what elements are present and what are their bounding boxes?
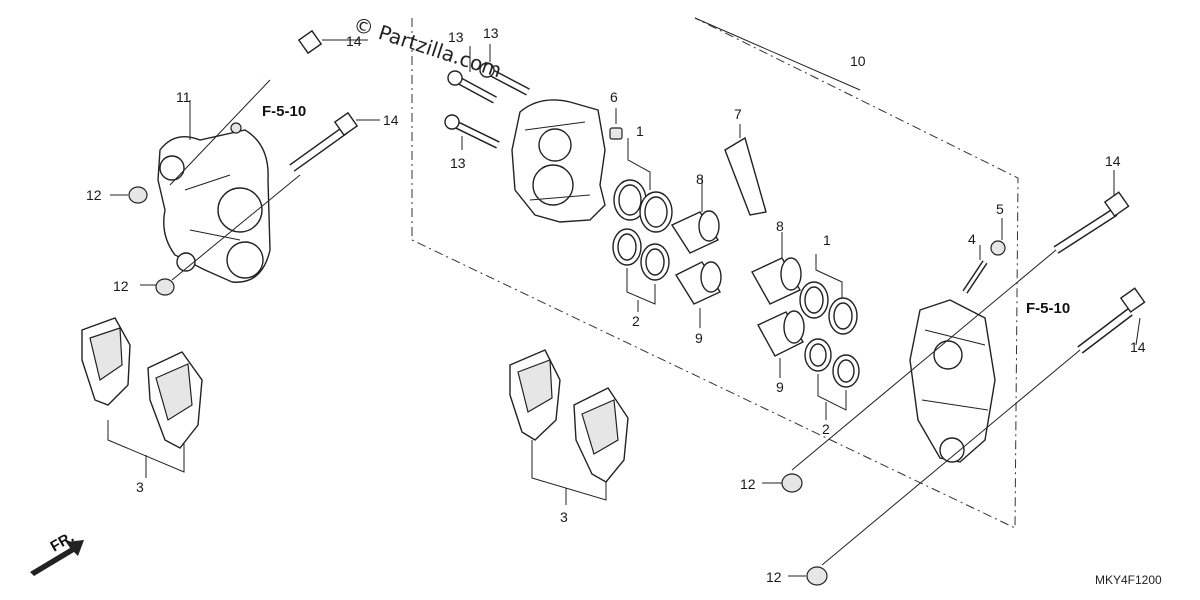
callout-14: 14 xyxy=(1105,153,1121,169)
ref-f-5-10-left: F-5-10 xyxy=(262,103,306,120)
watermark: © Partzilla.com xyxy=(350,12,504,83)
callout-4: 4 xyxy=(968,231,976,247)
piston-8-right[interactable] xyxy=(751,257,802,305)
seal-12-right-lower[interactable] xyxy=(806,566,828,586)
callout-11: 11 xyxy=(176,89,191,105)
piston-9-right[interactable] xyxy=(757,310,805,357)
center-caliper-half[interactable] xyxy=(511,99,606,223)
callout-13: 13 xyxy=(450,155,466,171)
callout-6: 6 xyxy=(610,89,618,105)
bolt-14-left-upper[interactable] xyxy=(260,29,323,83)
leader-lines xyxy=(107,39,1141,577)
callout-5: 5 xyxy=(996,201,1004,217)
piston-9-left[interactable] xyxy=(675,261,722,305)
callout-14: 14 xyxy=(383,112,399,128)
seal-12-right-upper[interactable] xyxy=(781,473,803,493)
ref-f-5-10-right: F-5-10 xyxy=(1026,300,1070,317)
callout-8: 8 xyxy=(776,218,784,234)
callout-3: 3 xyxy=(560,509,568,525)
callout-12: 12 xyxy=(766,569,782,585)
bolt-14-left-lower[interactable] xyxy=(289,111,359,172)
callout-13: 13 xyxy=(448,29,464,45)
callout-14: 14 xyxy=(346,33,362,49)
brake-pads-center[interactable] xyxy=(509,349,629,483)
diagram-code: MKY4F1200 xyxy=(1095,573,1162,587)
right-caliper-body[interactable] xyxy=(909,299,996,463)
callout-12: 12 xyxy=(86,187,102,203)
callout-1: 1 xyxy=(823,232,831,248)
bleeder-cap-5[interactable] xyxy=(990,240,1006,256)
callout-10: 10 xyxy=(850,53,866,69)
bolt-14-right-upper[interactable] xyxy=(1053,191,1130,254)
brake-pads-left[interactable] xyxy=(81,317,203,449)
callout-3: 3 xyxy=(136,479,144,495)
front-direction-arrow: FR. xyxy=(30,529,84,576)
callout-12: 12 xyxy=(740,476,756,492)
callout-7: 7 xyxy=(734,106,742,122)
seal-12-left-lower[interactable] xyxy=(155,278,175,296)
piston-seals-left-group[interactable] xyxy=(612,179,673,281)
assembly-boundary xyxy=(411,17,1019,529)
piston-seals-right-group[interactable] xyxy=(799,281,860,388)
callout-2: 2 xyxy=(822,421,830,437)
callout-9: 9 xyxy=(695,330,703,346)
bolt-14-right-lower[interactable] xyxy=(1077,287,1146,354)
callout-12: 12 xyxy=(113,278,129,294)
piston-8-left[interactable] xyxy=(670,210,720,254)
bolt-13-top[interactable] xyxy=(447,70,497,104)
callout-13: 13 xyxy=(483,25,499,41)
bolt-13-bottom[interactable] xyxy=(444,114,500,149)
callout-2: 2 xyxy=(632,313,640,329)
bleeder-valve-4[interactable] xyxy=(962,260,988,294)
callout-14: 14 xyxy=(1130,339,1146,355)
bolt-13-middle[interactable] xyxy=(479,62,530,96)
left-caliper-body[interactable] xyxy=(157,122,271,283)
callout-1: 1 xyxy=(636,123,644,139)
nut-6[interactable] xyxy=(609,127,623,140)
seal-12-left-upper[interactable] xyxy=(128,186,148,204)
pad-spring-7[interactable] xyxy=(724,136,767,216)
callout-9: 9 xyxy=(776,379,784,395)
callout-8: 8 xyxy=(696,171,704,187)
